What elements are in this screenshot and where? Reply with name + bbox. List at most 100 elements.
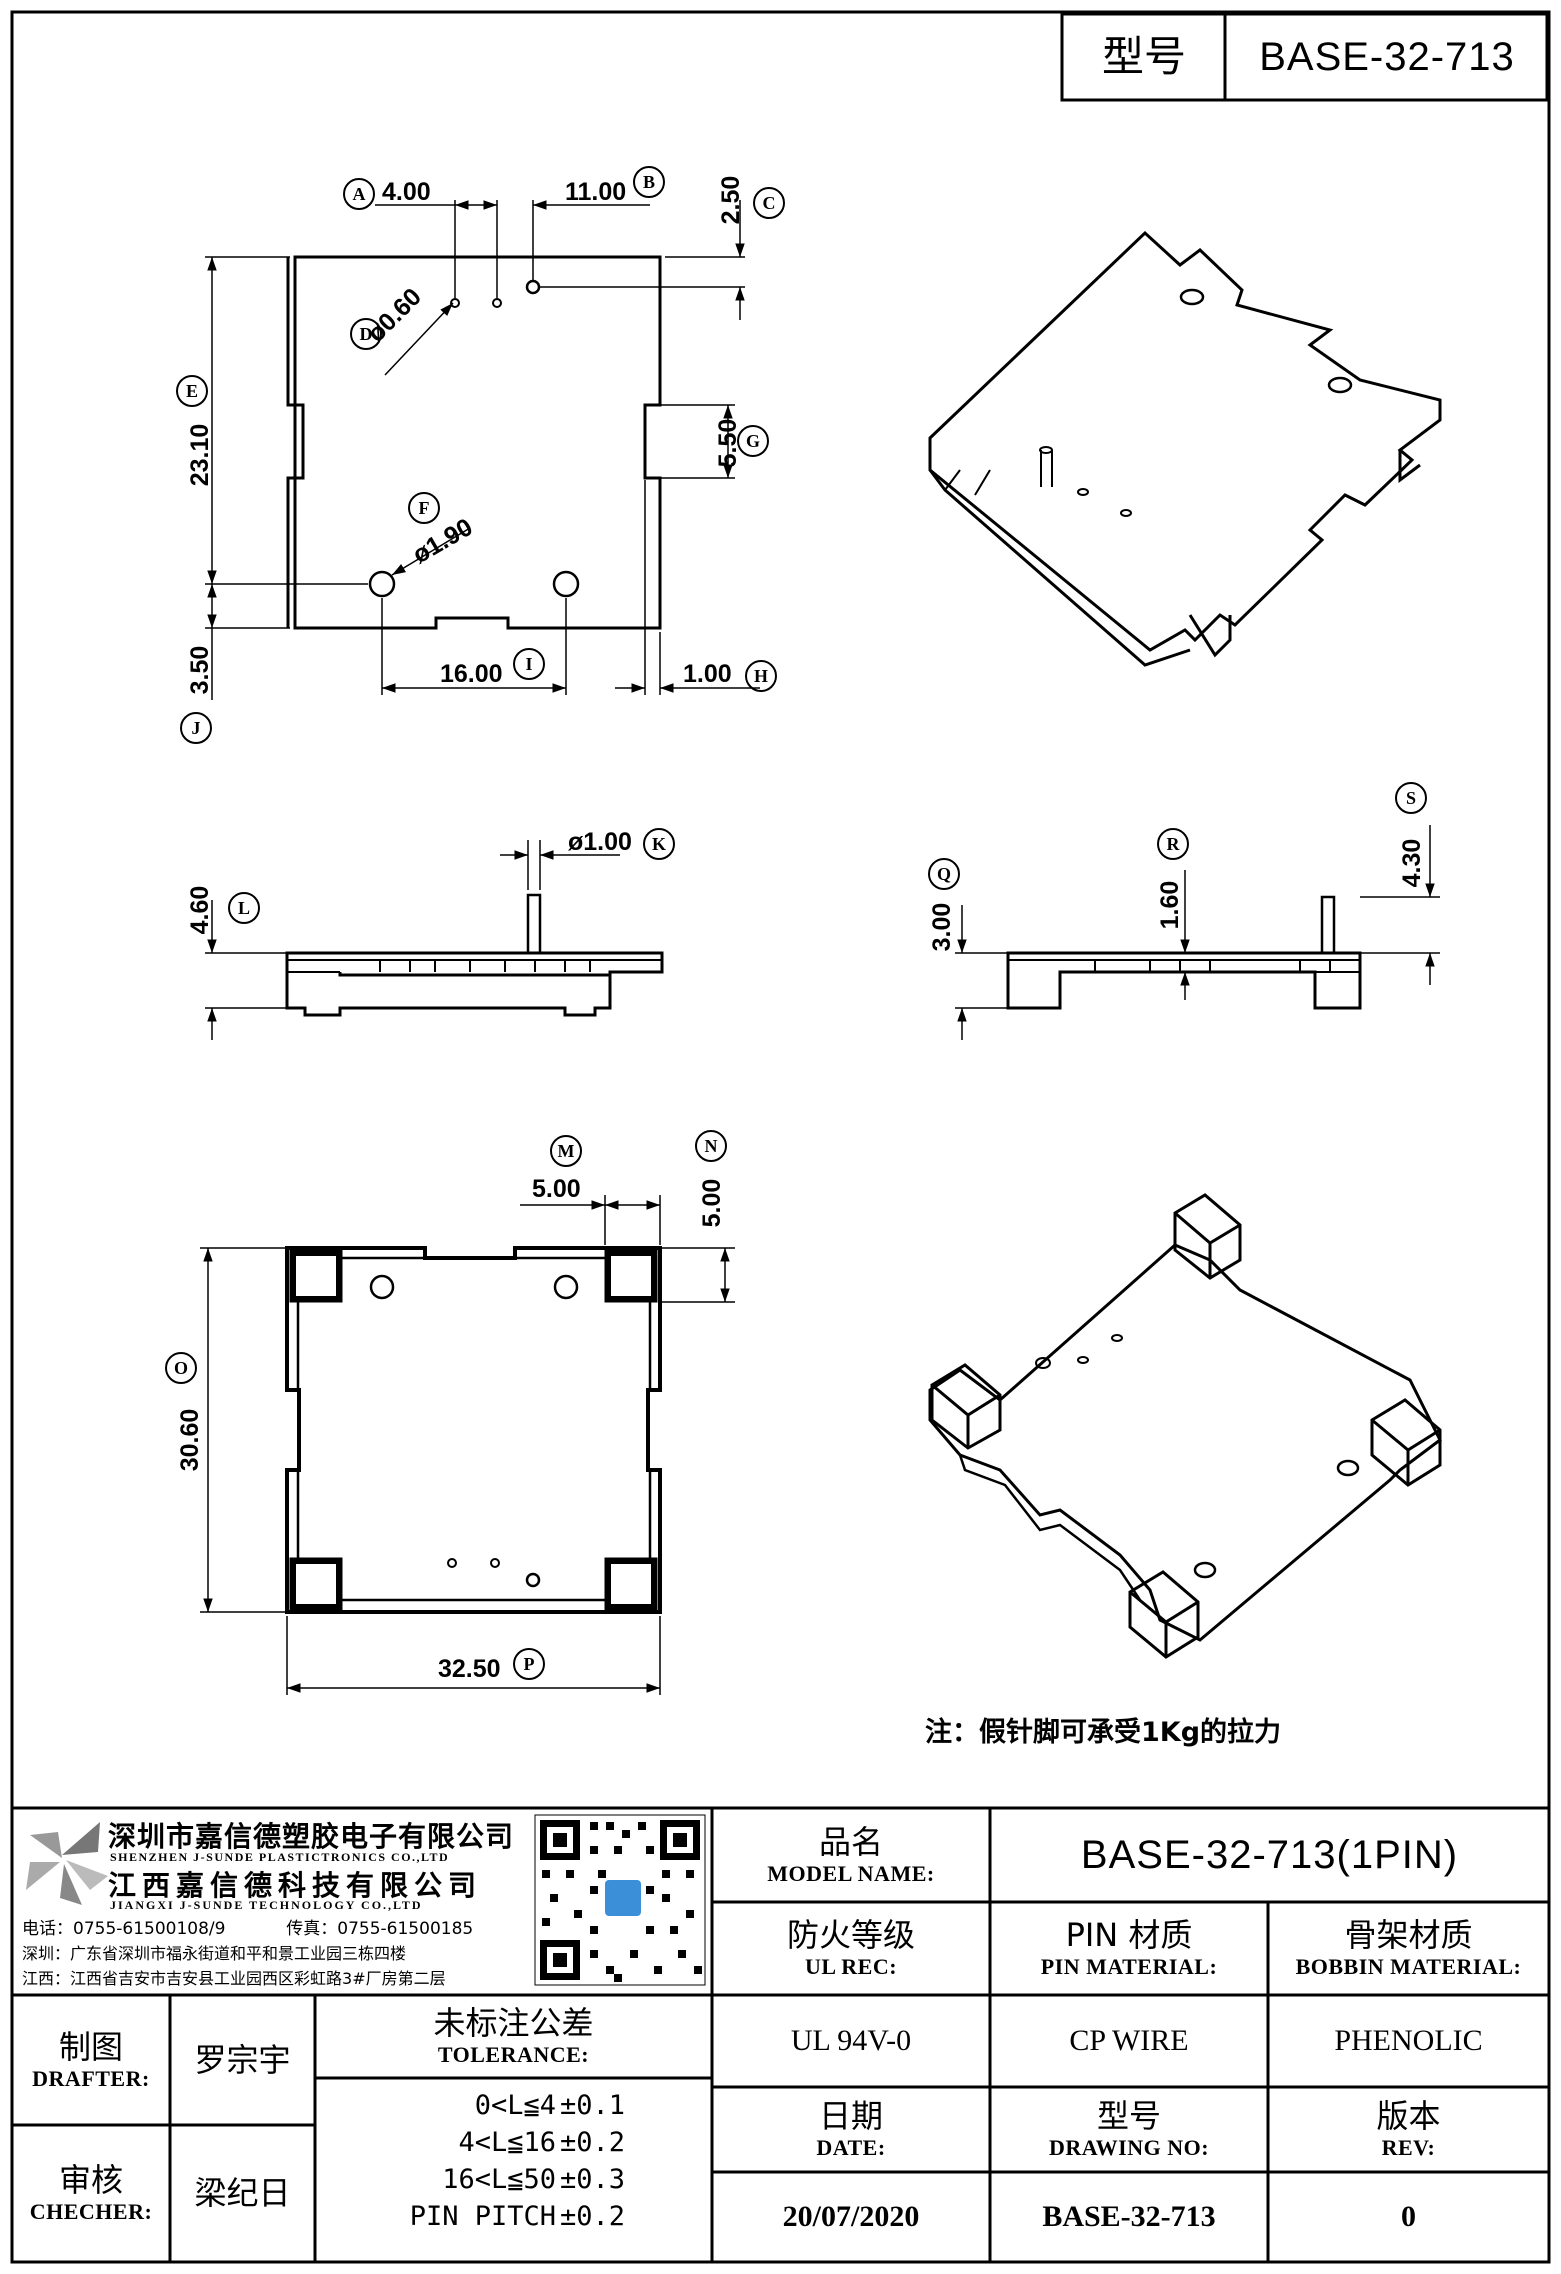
tel-label: 电话：: [22, 1919, 73, 1939]
drawing-no-value: BASE-32-713: [1042, 2199, 1216, 2233]
dim-h: 1.00: [683, 660, 732, 688]
tolerance-header: 未标注公差 TOLERANCE:: [433, 2004, 594, 2068]
header-model-box: [1060, 12, 1549, 102]
locating-hole-left: [368, 570, 396, 598]
marker-b: B: [633, 166, 665, 198]
addr-jx-label: 江西：: [22, 1969, 71, 1988]
company-name-sz-en: SHENZHEN J-SUNDE PLASTICTRONICS CO.,LTD: [110, 1850, 450, 1864]
dim-n: 5.00: [698, 1178, 726, 1228]
addr-sz-value: 广东省深圳市福永街道和平和景工业园三栋四楼: [70, 1944, 407, 1963]
top-view-extension-lines: [205, 200, 745, 695]
pin-material-header: PIN 材质 PIN MATERIAL:: [1040, 1916, 1218, 1980]
dim-p: 32.50: [438, 1655, 501, 1683]
header-model-label: 型号: [1101, 31, 1186, 81]
tolerance-value-1: ±0.1: [560, 2090, 626, 2121]
fake-pin-hole-2: [492, 298, 502, 308]
marker-j: J: [180, 712, 212, 744]
front-view-dimension-lines: [205, 840, 620, 1040]
company-logo-icon: [26, 1822, 108, 1905]
marker-n: N: [695, 1130, 727, 1162]
tolerance-range-4: PIN PITCH: [409, 2201, 556, 2232]
dim-i: 16.00: [440, 660, 503, 688]
ul-value: UL 94V-0: [790, 2023, 912, 2057]
tolerance-range-2: 4<L≦16: [458, 2127, 556, 2158]
dim-s: 4.30: [1398, 838, 1426, 888]
drafter-name: 罗宗宇: [194, 2040, 291, 2079]
dim-e: 23.10: [186, 423, 214, 487]
model-name-value: BASE-32-713(1PIN): [1080, 1833, 1459, 1877]
dim-j: 3.50: [186, 645, 214, 695]
top-view: [205, 200, 760, 700]
front-view: [205, 840, 664, 1040]
tolerance-value-2: ±0.2: [560, 2127, 626, 2158]
tel-value: 0755-61500108/9: [73, 1919, 226, 1939]
bobbin-material-header: 骨架材质 BOBBIN MATERIAL:: [1295, 1916, 1522, 1980]
tolerance-value-3: ±0.3: [560, 2164, 626, 2195]
title-block-grid: [12, 1806, 1549, 2262]
side-view: [955, 825, 1440, 1040]
marker-f: F: [408, 492, 440, 524]
company-name-sz: 深圳市嘉信德塑胶电子有限公司: [108, 1820, 515, 1853]
marker-d: D: [350, 318, 382, 350]
dim-c: 2.50: [717, 175, 745, 225]
marker-c: C: [753, 187, 785, 219]
dim-r: 1.60: [1156, 880, 1184, 930]
qr-code-icon: [534, 1814, 706, 1986]
marker-o: O: [165, 1352, 197, 1384]
ul-header: 防火等级 UL REC:: [786, 1916, 915, 1980]
date-value: 20/07/2020: [782, 2199, 920, 2233]
fax-label: 传真：: [286, 1919, 338, 1939]
addr-jx-value: 江西省吉安市吉安县工业园西区彩虹路3#厂房第二层: [70, 1969, 446, 1988]
rev-value: 0: [1401, 2199, 1416, 2233]
top-view-dimension-lines: [207, 200, 760, 700]
date-header: 日期 DATE:: [816, 2097, 886, 2161]
locating-hole-right: [552, 570, 580, 598]
marker-g: G: [737, 425, 769, 457]
front-view-pin: [526, 893, 542, 955]
pin-material-value: CP WIRE: [1069, 2023, 1189, 2057]
drafter-header: 制图 DRAFTER:: [32, 2027, 150, 2091]
marker-k: K: [643, 828, 675, 860]
iso-view-bottom: [928, 1193, 1442, 1659]
dim-m: 5.00: [532, 1175, 581, 1203]
side-view-pin: [1320, 895, 1336, 955]
company-name-jx-en: JIANGXI J-SUNDE TECHNOLOGY CO.,LTD: [110, 1898, 423, 1912]
dim-k: ø1.00: [568, 828, 632, 856]
tolerance-range-1: 0<L≦4: [474, 2090, 556, 2121]
dim-o: 30.60: [176, 1408, 204, 1472]
marker-e: E: [176, 375, 208, 407]
marker-p: P: [513, 1648, 545, 1680]
checker-header: 审核 CHECHER:: [29, 2161, 153, 2225]
qr-center-logo-icon: [605, 1880, 641, 1916]
tolerance-value-4: ±0.2: [560, 2201, 626, 2232]
fax-value: 0755-61500185: [337, 1919, 474, 1939]
tolerance-range-3: 16<L≦50: [442, 2164, 556, 2195]
company-name-jx: 江西嘉信德科技有限公司: [108, 1869, 483, 1902]
company-addr-jx-row: 江西：江西省吉安市吉安县工业园西区彩虹路3#厂房第二层: [22, 1965, 446, 1989]
dim-l: 4.60: [186, 885, 214, 935]
marker-a: A: [343, 178, 375, 210]
bottom-view-dimension-lines: [200, 1195, 735, 1695]
marker-m: M: [550, 1135, 582, 1167]
drawing-no-header: 型号 DRAWING NO:: [1048, 2097, 1210, 2161]
side-view-dimension-lines: [955, 825, 1440, 1040]
bottom-view: [200, 1195, 735, 1695]
bobbin-material-value: PHENOLIC: [1334, 2023, 1483, 2057]
dim-b: 11.00: [565, 178, 627, 206]
model-name-header: 品名 MODEL NAME:: [767, 1822, 935, 1886]
top-view-outline: [286, 255, 662, 630]
marker-l: L: [228, 892, 260, 924]
dim-a: 4.00: [382, 178, 431, 206]
header-model-value: BASE-32-713: [1259, 35, 1515, 79]
company-addr-sz-row: 深圳：广东省深圳市福永街道和平和景工业园三栋四楼: [22, 1940, 406, 1964]
iso-view-top: [928, 230, 1442, 667]
marker-i: I: [513, 648, 545, 680]
pin-hole-1: [525, 279, 541, 295]
sheet-border: [10, 10, 1551, 2264]
addr-sz-label: 深圳：: [22, 1944, 71, 1963]
marker-h: H: [745, 660, 777, 692]
checker-name: 梁纪日: [194, 2174, 291, 2213]
note-text: 注：假针脚可承受1Kg的拉力: [925, 1717, 1282, 1748]
